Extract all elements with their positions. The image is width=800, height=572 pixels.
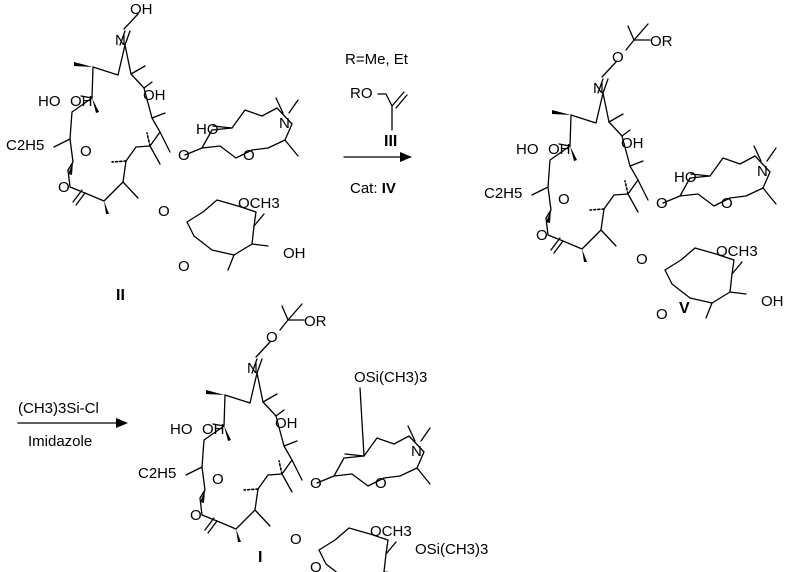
hydroxyl-label: OH (143, 87, 166, 104)
glycosidic-oxygen: O (290, 531, 302, 548)
compound-label: II (116, 287, 125, 304)
hydroxyl-label: HO (38, 93, 61, 110)
glycosidic-oxygen: O (178, 147, 190, 164)
hydroxyl-label: OH (283, 245, 306, 262)
sugar-ring-oxygen: O (721, 195, 733, 212)
sugar-ring-oxygen: O (310, 559, 322, 572)
reaction-arrow-1: R=Me, Et RO III Cat: IV (343, 51, 412, 197)
ethyl-group: C2H5 (138, 465, 176, 482)
oxime-hydroxyl: OH (130, 1, 153, 18)
methoxy-group: OCH3 (238, 195, 280, 212)
dimethylamino-nitrogen: N (279, 115, 290, 132)
hydroxyl-label: OH (761, 293, 784, 310)
ring-oxygen: O (558, 191, 570, 208)
compound-II: N OH HO OH OH HO N C2H5 O O O O O OCH3 O… (6, 1, 306, 304)
oxime-nitrogen: N (593, 80, 604, 97)
glycosidic-oxygen: O (636, 251, 648, 268)
methoxy-group: OCH3 (716, 243, 758, 260)
methoxy-group: OCH3 (370, 523, 412, 540)
glycosidic-oxygen: O (310, 475, 322, 492)
ring-oxygen: O (80, 143, 92, 160)
carbonyl-oxygen: O (536, 227, 548, 244)
oxime-nitrogen: N (115, 32, 126, 49)
reagent-conditions: R=Me, Et (345, 51, 409, 68)
oxime-oxygen: O (266, 329, 278, 346)
hydroxyl-label: HO (674, 169, 697, 186)
carbonyl-oxygen: O (58, 179, 70, 196)
dimethylamino-nitrogen: N (411, 443, 422, 460)
reagent-label: III (384, 133, 397, 150)
oxime-nitrogen: N (247, 360, 258, 377)
catalyst-text: Cat: IV (350, 180, 396, 197)
trimethylsilyl-ether: OSi(CH3)3 (354, 369, 427, 386)
hydroxyl-label: HO (516, 141, 539, 158)
dimethylamino-nitrogen: N (757, 163, 768, 180)
reagent-silyl-chloride: (CH3)3Si-Cl (18, 400, 99, 417)
reagent-vinyl-ether: RO (350, 85, 373, 102)
oxime-oxygen: O (612, 49, 624, 66)
carbonyl-oxygen: O (190, 507, 202, 524)
reagent-base: Imidazole (28, 433, 92, 450)
hydroxyl-label: OH (548, 141, 571, 158)
hydroxyl-label: OH (275, 415, 298, 432)
hydroxyl-label: OH (621, 135, 644, 152)
trimethylsilyl-ether: OSi(CH3)3 (415, 541, 488, 558)
compound-I: N O OR HO OH OH OSi(CH3)3 N C2H5 O O O O… (138, 303, 488, 572)
sugar-ring-oxygen: O (375, 475, 387, 492)
compound-label: V (679, 300, 690, 317)
hydroxyl-label: HO (196, 121, 219, 138)
ethyl-group: C2H5 (484, 185, 522, 202)
glycosidic-oxygen: O (158, 203, 170, 220)
sugar-ring-oxygen: O (178, 258, 190, 275)
alkoxy-group: OR (650, 33, 673, 50)
hydroxyl-label: HO (170, 421, 193, 438)
alkoxy-group: OR (304, 313, 327, 330)
glycosidic-oxygen: O (656, 195, 668, 212)
hydroxyl-label: OH (70, 93, 93, 110)
ring-oxygen: O (212, 471, 224, 488)
reaction-arrow-2: (CH3)3Si-Cl Imidazole (17, 400, 128, 450)
ethyl-group: C2H5 (6, 137, 44, 154)
compound-V: N O OR HO OH OH HO N C2H5 O O O O O OCH3… (484, 23, 784, 323)
sugar-ring-oxygen: O (656, 306, 668, 323)
sugar-ring-oxygen: O (243, 147, 255, 164)
hydroxyl-label: OH (202, 421, 225, 438)
compound-label: I (258, 549, 262, 566)
